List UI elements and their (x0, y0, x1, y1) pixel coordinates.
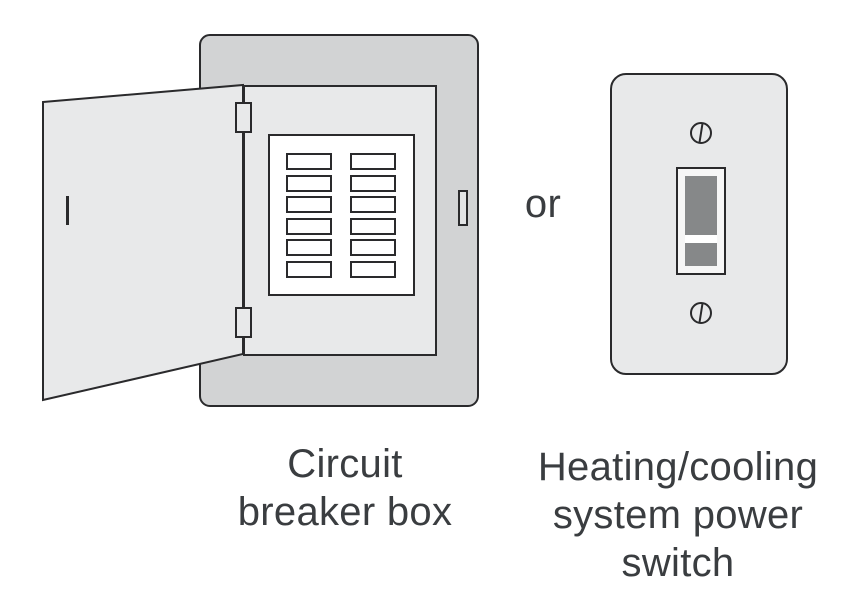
caption-line: Heating/cooling (537, 445, 819, 489)
toggle-switch-lever (685, 176, 717, 266)
screw-bottom-icon (690, 302, 712, 324)
caption-line: switch (621, 541, 735, 585)
connector-text: or (524, 182, 562, 226)
screw-slot (698, 302, 704, 324)
breaker-switch (350, 260, 396, 278)
toggle-switch-frame (676, 167, 726, 275)
caption-power-switch: Heating/cooling system power switch (508, 443, 848, 587)
breaker-switch (286, 260, 332, 278)
breaker-switch (350, 196, 396, 213)
door-hinge-bottom-icon (235, 307, 252, 338)
breaker-switch (350, 239, 396, 256)
breaker-switch (286, 217, 332, 235)
breaker-switch (350, 153, 396, 170)
breaker-switch (286, 196, 332, 213)
caption-line: Circuit (287, 442, 403, 486)
breaker-switch (350, 217, 396, 235)
screw-slot (698, 122, 704, 144)
caption-line: system power (552, 493, 804, 537)
caption-circuit-breaker-box: Circuit breaker box (195, 440, 495, 536)
breaker-switch (350, 174, 396, 192)
toggle-lever-highlight (685, 235, 717, 243)
breaker-box-latch (458, 190, 468, 226)
breaker-switch (286, 153, 332, 170)
screw-top-icon (690, 122, 712, 144)
caption-line: breaker box (237, 490, 453, 534)
door-handle (66, 196, 69, 225)
door-hinge-top-icon (235, 102, 252, 133)
breaker-grid (286, 153, 396, 278)
breaker-switch (286, 239, 332, 256)
breaker-switch (286, 174, 332, 192)
